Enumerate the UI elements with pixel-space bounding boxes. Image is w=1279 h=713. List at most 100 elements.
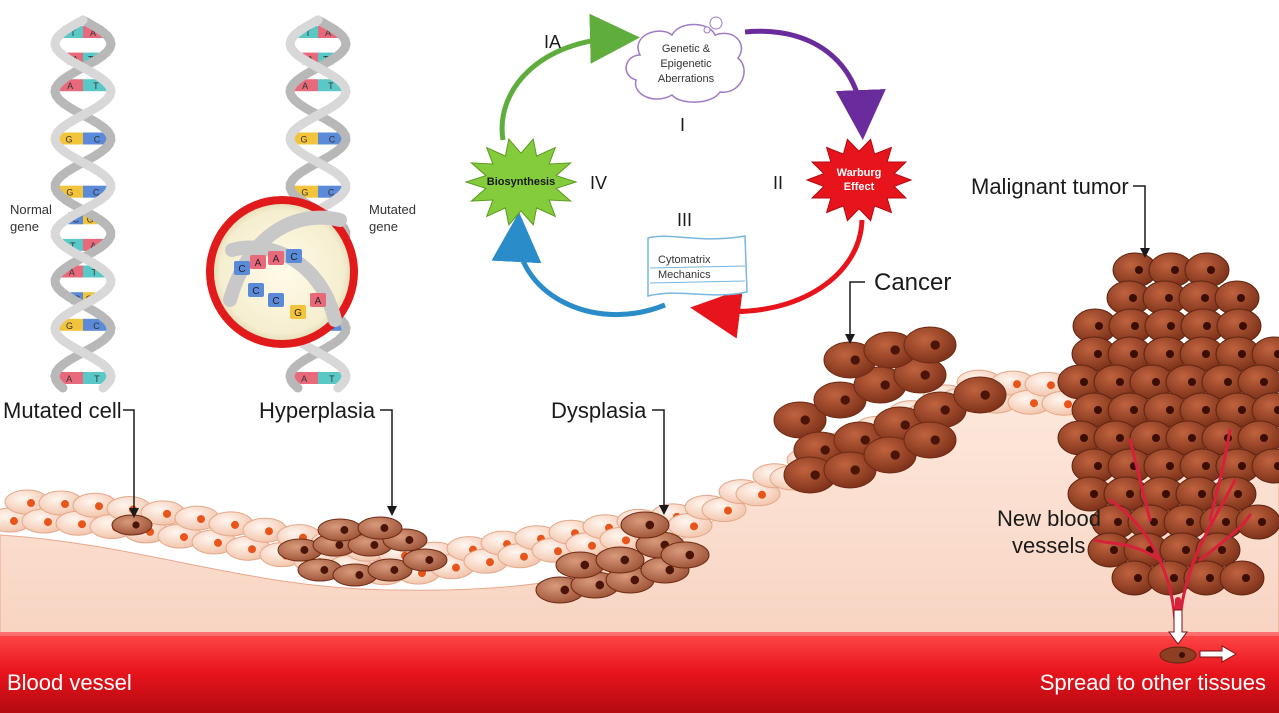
cell-nucleus	[1094, 406, 1102, 414]
mutated-gene-label-1: Mutated	[369, 202, 416, 217]
cell-nucleus	[1080, 434, 1088, 442]
cell-nucleus	[231, 520, 239, 529]
base-pair-right	[83, 372, 111, 384]
base-pair-right	[318, 372, 346, 384]
zoom-base	[310, 293, 326, 307]
cancer-cell	[903, 421, 957, 459]
base-letter: G	[66, 321, 73, 331]
zoom-base-letter: C	[238, 264, 245, 275]
base-letter: C	[94, 135, 101, 145]
base-letter: T	[329, 374, 335, 384]
arrow-ia	[499, 13, 640, 141]
base-pair-left	[290, 132, 318, 145]
cancer-cell	[903, 326, 957, 364]
cell-nucleus	[1238, 406, 1246, 414]
zoom-base	[250, 255, 266, 269]
cell-nucleus	[1188, 434, 1196, 442]
base-letter: T	[94, 374, 100, 384]
cell-nucleus	[595, 580, 605, 590]
cell-nucleus	[405, 536, 414, 544]
cell-nucleus	[930, 340, 940, 350]
zoom-base	[268, 293, 284, 307]
cell-nucleus	[1234, 490, 1242, 498]
callout-lines	[123, 185, 1146, 510]
cell-nucleus	[1186, 518, 1194, 526]
cell-nucleus	[44, 518, 52, 527]
cell-nucleus	[425, 556, 434, 564]
cell-nucleus	[560, 585, 570, 595]
cell-nucleus	[1162, 490, 1170, 498]
genetic-aberrations-node: Genetic & Epigenetic Aberrations	[625, 16, 745, 103]
cell-nucleus	[724, 506, 732, 515]
cell-nucleus	[930, 435, 940, 445]
cell-nucleus	[214, 538, 222, 547]
cell-nucleus	[78, 520, 86, 529]
cell-nucleus	[820, 445, 830, 455]
cell-nucleus	[1274, 462, 1279, 470]
cytomatrix-line-2: Mechanics	[658, 269, 711, 281]
cell-nucleus	[265, 527, 273, 536]
cell-nucleus	[1116, 434, 1124, 442]
cell-nucleus	[1188, 378, 1196, 386]
zoom-base	[268, 251, 284, 265]
cell-nucleus	[1094, 462, 1102, 470]
malignant-tumor	[1057, 252, 1279, 596]
cell-nucleus	[1260, 378, 1268, 386]
biosynthesis-label: Biosynthesis	[487, 176, 555, 188]
cell-nucleus	[1237, 294, 1245, 302]
base-letter: G	[300, 135, 307, 145]
cell-nucleus	[1207, 266, 1215, 274]
genetic-node-line-3: Aberrations	[658, 73, 715, 85]
spread-label: Spread to other tissues	[1040, 670, 1266, 695]
zoom-base-letter: C	[272, 296, 279, 307]
down-arrow	[1168, 609, 1188, 645]
cell-nucleus	[1135, 266, 1143, 274]
cell-nucleus	[622, 536, 630, 545]
cell-nucleus	[1110, 546, 1118, 554]
new-vessels-line-1: New blood	[997, 506, 1101, 531]
arrow-ii	[690, 219, 865, 339]
cancer-cell	[953, 376, 1007, 414]
cell-nucleus	[1274, 406, 1279, 414]
warburg-line-1: Warburg	[837, 167, 882, 179]
callout-arrowheads	[129, 248, 1150, 518]
cell-nucleus	[1129, 294, 1137, 302]
cell-nucleus	[1134, 574, 1142, 582]
cell-nucleus	[920, 370, 930, 380]
stage-iv-label: IV	[590, 173, 607, 193]
arrow-iii	[491, 212, 666, 317]
cell-nucleus	[1131, 322, 1139, 330]
cell-nucleus	[520, 552, 528, 561]
hyperplasia-cell	[367, 558, 413, 582]
cell-nucleus	[1116, 378, 1124, 386]
backbone-strand	[50, 15, 116, 393]
cell-nucleus	[850, 465, 860, 475]
base-pair-left	[55, 372, 83, 384]
cell-nucleus	[1150, 518, 1158, 526]
base-letter: A	[90, 28, 96, 38]
cell-nucleus	[850, 355, 860, 365]
zoom-base-letter: A	[273, 254, 280, 265]
cell-nucleus	[690, 522, 698, 531]
cell-nucleus	[1242, 574, 1250, 582]
cell-nucleus	[900, 420, 910, 430]
arrow-i	[744, 28, 886, 140]
dysplasia-label: Dysplasia	[551, 398, 647, 423]
cell-nucleus	[1130, 350, 1138, 358]
base-letter: A	[69, 268, 75, 278]
base-letter: G	[66, 188, 73, 198]
backbone-strand	[50, 15, 116, 393]
mutated-gene-label-2: gene	[369, 219, 398, 234]
cell-nucleus	[10, 517, 18, 526]
zoom-base-letter: A	[315, 296, 322, 307]
cell-nucleus	[588, 541, 596, 550]
cell-nucleus	[1198, 490, 1206, 498]
hyperplasia-cell	[317, 518, 363, 542]
cell-nucleus	[758, 490, 766, 499]
cell-nucleus	[620, 555, 630, 565]
cell-nucleus	[380, 524, 389, 532]
cell-nucleus	[300, 546, 309, 554]
